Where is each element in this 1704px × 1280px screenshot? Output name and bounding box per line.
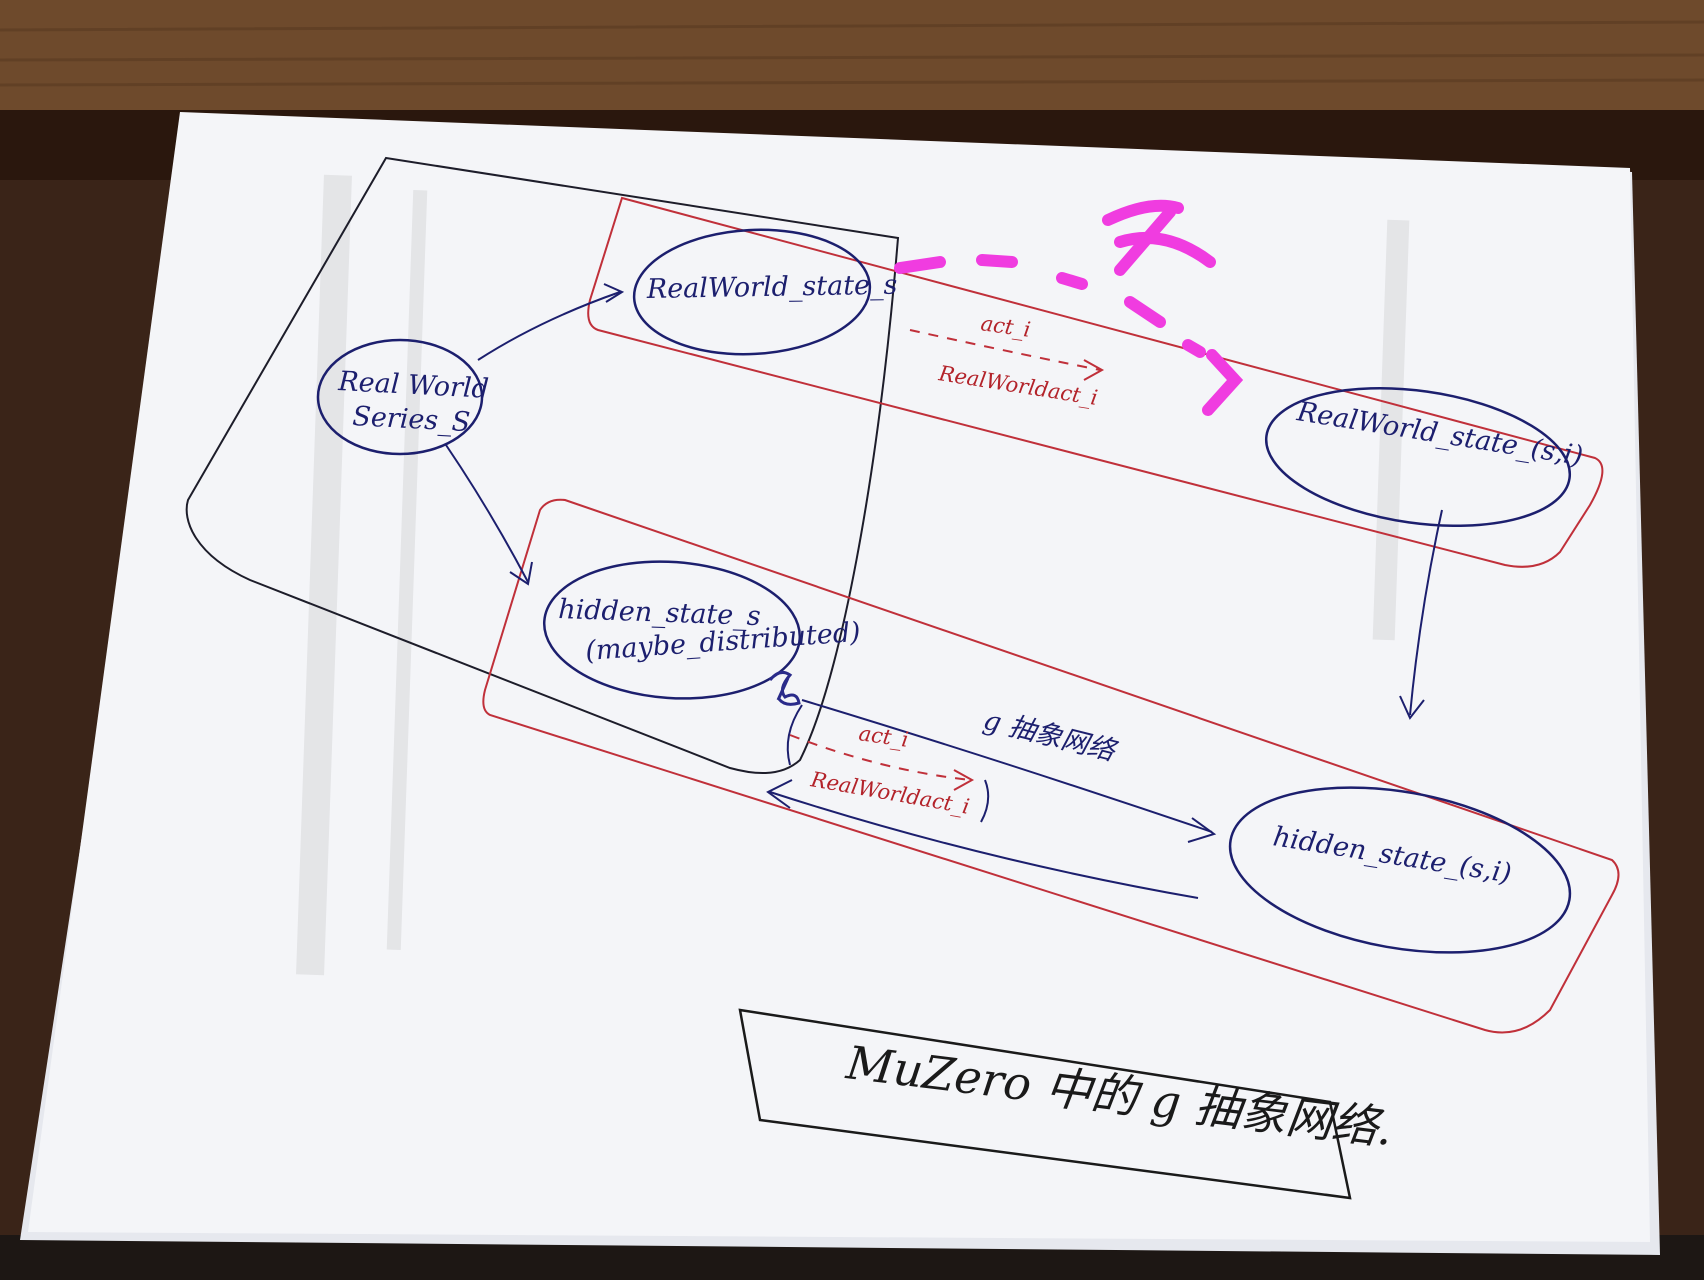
arrow-g-forward <box>801 699 1213 833</box>
label-series-line2: Series_S <box>352 401 471 438</box>
magenta-dash-2 <box>976 254 1018 268</box>
magenta-arrowhead <box>1202 349 1244 416</box>
label-rw-state-s: RealWorld_state_s <box>646 270 898 305</box>
magenta-seg-1 <box>1124 296 1166 328</box>
node-hidden-state-si <box>1228 786 1572 954</box>
node-real-world-series <box>316 338 484 456</box>
red-box-top <box>587 196 1604 568</box>
magenta-dash-1 <box>894 256 946 274</box>
return-hook-left <box>786 704 803 766</box>
magenta-plus-h <box>1114 231 1216 268</box>
magenta-plus-v <box>1114 206 1176 276</box>
paper-sheet <box>20 112 1660 1255</box>
node-hidden-state-s <box>542 560 802 700</box>
arrow-series-to-rw-state-head <box>603 283 625 303</box>
arrow-bottom-action-head <box>953 769 975 791</box>
arrow-top-action <box>909 329 1101 371</box>
arrows-red-dashed <box>789 329 1105 791</box>
magenta-dash-3 <box>1056 272 1088 290</box>
magenta-plus-top <box>1102 199 1184 226</box>
node-realworld-state-si <box>1264 387 1572 527</box>
arrow-g-back-head <box>766 779 793 809</box>
arrows-blue <box>445 283 1443 899</box>
arrow-rw-si-down <box>1409 509 1443 716</box>
arrow-series-to-rw-state <box>477 291 621 361</box>
magenta-highlight <box>894 199 1244 416</box>
arrow-g-forward-head <box>1187 817 1217 843</box>
red-box-bottom <box>482 498 1620 1034</box>
node-realworld-state-s <box>632 228 872 356</box>
title-box <box>738 1008 1352 1200</box>
ink-scribble-mark <box>768 670 801 706</box>
magenta-seg-2 <box>1182 339 1206 358</box>
outer-black-boundary <box>185 156 900 775</box>
arrow-g-back <box>769 791 1199 899</box>
arrow-top-action-head <box>1083 359 1105 381</box>
label-hidden-state-s-line1: hidden_state_s <box>558 594 761 632</box>
arrow-bottom-action <box>789 734 971 781</box>
arrow-rw-si-down-head <box>1399 695 1425 720</box>
arrow-series-to-hidden <box>445 444 529 583</box>
arrow-series-to-hidden-head <box>509 561 533 586</box>
return-hook-right <box>980 779 990 823</box>
